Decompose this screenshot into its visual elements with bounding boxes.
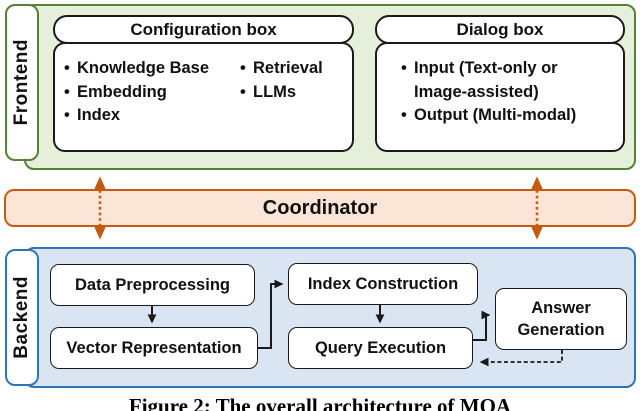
figure-caption: Figure 2: The overall architecture of MQ… [128, 394, 512, 411]
frontend-label: Frontend [5, 4, 39, 161]
configuration-box-body: Knowledge Base Embedding Index Retrieval [53, 42, 354, 152]
configuration-box-header: Configuration box [53, 15, 354, 44]
backend-label: Backend [5, 249, 39, 386]
bullet-icon [64, 57, 77, 81]
query-execution-node: Query Execution [288, 327, 473, 369]
coordinator-bar: Coordinator [4, 189, 636, 227]
list-item: Index [64, 104, 240, 128]
data-preprocessing-node: Data Preprocessing [50, 264, 255, 306]
list-item: Output (Multi-modal) [401, 104, 623, 128]
backend-label-text: Backend [11, 276, 32, 359]
list-item: LLMs [240, 81, 323, 105]
answer-generation-node: Answer Generation [495, 288, 627, 350]
dialog-box-body: Input (Text-only or Image-assisted) Outp… [375, 42, 625, 152]
index-construction-node: Index Construction [288, 263, 478, 305]
bullet-icon [401, 57, 414, 104]
bullet-icon [240, 57, 253, 81]
dialog-box-title: Dialog box [456, 19, 544, 39]
list-item: Retrieval [240, 57, 323, 81]
list-item: Embedding [64, 81, 240, 105]
list-item: Knowledge Base [64, 57, 240, 81]
frontend-label-text: Frontend [11, 39, 32, 126]
dialog-box: Dialog box Input (Text-only or Image-ass… [375, 15, 625, 152]
dialog-box-header: Dialog box [375, 15, 625, 44]
configuration-box: Configuration box Knowledge Base Embeddi… [53, 15, 354, 152]
bullet-icon [64, 104, 77, 128]
configuration-items-column-2: Retrieval LLMs [240, 57, 323, 150]
coordinator-label: Coordinator [262, 196, 378, 219]
bullet-icon [64, 81, 77, 105]
bullet-icon [401, 104, 414, 128]
bullet-icon [240, 81, 253, 105]
configuration-box-title: Configuration box [130, 19, 277, 39]
vector-representation-node: Vector Representation [50, 327, 258, 369]
configuration-items-column-1: Knowledge Base Embedding Index [64, 57, 240, 150]
list-item: Input (Text-only or Image-assisted) [401, 57, 623, 104]
